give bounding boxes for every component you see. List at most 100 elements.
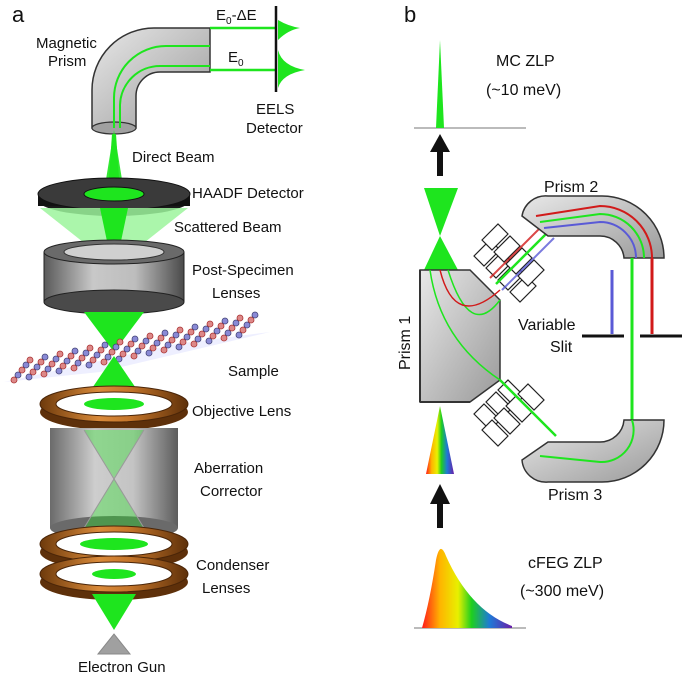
sample-lattice xyxy=(4,311,270,384)
sample-atom xyxy=(74,359,82,367)
sample-atom xyxy=(26,356,34,364)
condenser-lenses xyxy=(39,525,189,600)
sample-atom xyxy=(175,343,183,351)
post-specimen-lens xyxy=(43,239,185,315)
sample-atom xyxy=(33,363,41,371)
sample-atom xyxy=(48,360,56,368)
label-condenser-lenses: Lenses xyxy=(202,580,250,597)
label-eels: EELS xyxy=(256,101,294,118)
sample-atom xyxy=(56,350,64,358)
sample-atom xyxy=(22,361,30,369)
sample-atom xyxy=(101,341,109,349)
sample-atom xyxy=(52,355,60,363)
sample-atom xyxy=(138,342,146,350)
lower-lens-stack xyxy=(473,379,545,447)
label-mc-zlp: MC ZLP xyxy=(496,53,555,70)
label-prism: Prism xyxy=(48,53,86,70)
sample-atom xyxy=(161,329,169,337)
sample-atom xyxy=(108,348,116,356)
sample-atom xyxy=(220,334,228,342)
sample-atom xyxy=(157,334,165,342)
sample-atom xyxy=(82,349,90,357)
magnetic-prism xyxy=(91,27,211,135)
prism-1 xyxy=(419,269,501,403)
sample-atom xyxy=(172,331,180,339)
sample-atom xyxy=(194,335,202,343)
label-prism-3: Prism 3 xyxy=(548,487,602,504)
sample-atom xyxy=(153,339,161,347)
label-scattered: Scattered Beam xyxy=(174,219,282,236)
sample-atom xyxy=(206,320,214,328)
sample-atom xyxy=(224,329,232,337)
sample-atom xyxy=(78,354,86,362)
sample-atom xyxy=(131,335,139,343)
sample-atom xyxy=(183,333,191,341)
sample-atom xyxy=(59,362,67,370)
sample-atom xyxy=(134,347,142,355)
sample-atom xyxy=(63,357,71,365)
sample-atom xyxy=(71,347,79,355)
sample-atom xyxy=(142,337,150,345)
sample-atom xyxy=(44,365,52,373)
sample-atom xyxy=(97,346,105,354)
label-variable: Variable xyxy=(518,317,576,334)
prism-2 xyxy=(521,195,665,259)
sample-atom xyxy=(37,358,45,366)
sample-atom xyxy=(127,340,135,348)
sample-atom xyxy=(160,346,168,354)
beam-cone-top xyxy=(424,188,458,236)
label-direct-beam: Direct Beam xyxy=(132,149,215,166)
converging-beam xyxy=(84,312,144,352)
label-slit: Slit xyxy=(550,339,573,356)
sample-atom xyxy=(236,314,244,322)
sample-atom xyxy=(221,317,229,325)
label-e0: E0 xyxy=(228,49,244,69)
rainbow-cone xyxy=(426,406,454,474)
sample-atom xyxy=(235,331,243,339)
label-cfeg-zlp: cFEG ZLP xyxy=(528,555,603,572)
sample-atom xyxy=(168,336,176,344)
sample-atom xyxy=(228,324,236,332)
label-prism-1: Prism 1 xyxy=(397,316,414,370)
aberration-corrector xyxy=(50,428,178,540)
label-cfeg-resolution: (~300 meV) xyxy=(520,583,604,600)
sample-atom xyxy=(191,323,199,331)
sample-atom xyxy=(29,368,37,376)
label-haadf: HAADF Detector xyxy=(192,185,304,202)
sample-atom xyxy=(179,338,187,346)
label-objective: Objective Lens xyxy=(192,403,291,420)
label-post-specimen: Post-Specimen xyxy=(192,262,294,279)
sample-atom xyxy=(232,319,240,327)
label-prism-2: Prism 2 xyxy=(544,179,598,196)
sample-atom xyxy=(55,367,63,375)
sample-atom xyxy=(112,343,120,351)
sample-atom xyxy=(119,350,127,358)
objective-lens xyxy=(39,385,189,430)
sample-atom xyxy=(205,337,213,345)
sample-atom xyxy=(198,330,206,338)
sample-atom xyxy=(202,325,210,333)
sample-atom xyxy=(176,326,184,334)
prism-3 xyxy=(521,419,665,483)
sample-atom xyxy=(67,352,75,360)
panel-a-label: a xyxy=(12,2,25,27)
sample-atom xyxy=(190,340,198,348)
sample-atom xyxy=(247,316,255,324)
sample-atom xyxy=(213,327,221,335)
arrow-up-bottom xyxy=(430,484,450,528)
sample-atom xyxy=(145,349,153,357)
sample-atom xyxy=(187,328,195,336)
sample-atom xyxy=(41,353,49,361)
mc-zlp-spectrum xyxy=(414,40,526,129)
label-detector: Detector xyxy=(246,120,303,137)
cfeg-zlp-spectrum xyxy=(414,548,526,629)
sample-atom xyxy=(85,361,93,369)
arrow-up-top xyxy=(430,134,450,176)
label-mc-resolution: (~10 meV) xyxy=(486,82,561,99)
sample-atom xyxy=(89,356,97,364)
label-aberration: Aberration xyxy=(194,460,263,477)
label-magnetic: Magnetic xyxy=(36,35,97,52)
sample-atom xyxy=(40,370,48,378)
